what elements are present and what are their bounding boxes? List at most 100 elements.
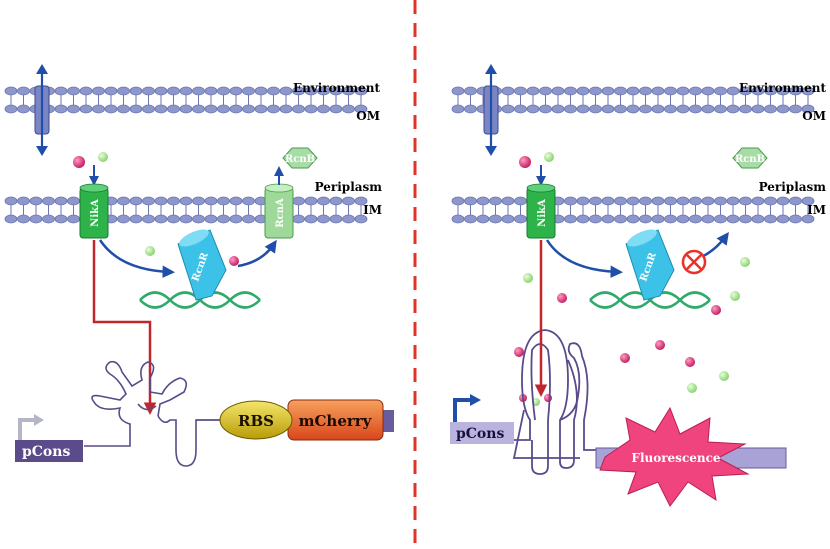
lipid-head xyxy=(714,196,727,206)
lipid-head xyxy=(204,196,218,206)
lipid-head xyxy=(292,214,305,224)
lipid-head xyxy=(589,86,602,96)
lipid-head xyxy=(304,104,318,114)
lipid-head xyxy=(614,104,627,114)
lipid-head xyxy=(54,86,68,96)
lipid-head xyxy=(67,86,80,96)
nika-label: NikA xyxy=(537,199,548,227)
lipid-head xyxy=(789,214,802,224)
lipid-head xyxy=(626,196,640,206)
lipid-head xyxy=(464,196,477,206)
lipid-head xyxy=(451,86,465,96)
lipid-head xyxy=(639,196,652,206)
lipid-head xyxy=(601,86,615,96)
lipid-head xyxy=(726,86,740,96)
lipid-head xyxy=(614,86,627,96)
lipid-head xyxy=(329,86,343,96)
lipid-head xyxy=(701,196,715,206)
lipid-head xyxy=(801,86,815,96)
lipid-head xyxy=(342,86,355,96)
lipid-head xyxy=(514,86,527,96)
lipid-head xyxy=(564,104,577,114)
lipid-head xyxy=(179,214,193,224)
porin-left xyxy=(34,64,50,156)
lipid-head xyxy=(576,214,590,224)
lipid-head xyxy=(17,104,30,114)
lipid-head xyxy=(651,214,665,224)
lipid-head xyxy=(4,104,18,114)
lipid-head xyxy=(689,104,702,114)
blocked-icon xyxy=(681,249,707,275)
lipid-head xyxy=(576,86,590,96)
lipid-head xyxy=(229,196,243,206)
lipid-head xyxy=(267,86,280,96)
lipid-head xyxy=(217,214,230,224)
lipid-head xyxy=(614,214,627,224)
lipid-head xyxy=(639,104,652,114)
lipid-head xyxy=(676,214,690,224)
nickel-ion xyxy=(229,256,239,266)
rbs-element: RBS xyxy=(219,400,293,440)
rcna-label: RcnA xyxy=(275,198,286,228)
lipid-head xyxy=(664,214,677,224)
lipid-head xyxy=(329,196,343,206)
lipid-head xyxy=(4,196,18,206)
lipid-head xyxy=(217,86,230,96)
lipid-head xyxy=(601,196,615,206)
lipid-head xyxy=(304,214,318,224)
lipid-head xyxy=(626,86,640,96)
om-label: OM xyxy=(802,109,826,123)
lipid-head xyxy=(79,86,93,96)
lipid-head xyxy=(514,214,527,224)
nika-protein: NikA xyxy=(79,183,109,239)
lipid-head xyxy=(576,104,590,114)
lipid-head xyxy=(292,196,305,206)
lipid-head xyxy=(54,196,68,206)
lipid-head xyxy=(317,214,330,224)
lipid-head xyxy=(129,214,143,224)
lipid-head xyxy=(689,86,702,96)
lipid-head xyxy=(317,196,330,206)
lipid-head xyxy=(514,196,527,206)
inner-membrane-left xyxy=(4,196,368,224)
lipid-head xyxy=(764,214,777,224)
lipid-head xyxy=(664,86,677,96)
lipid-head xyxy=(501,214,515,224)
periplasm-label: Periplasm xyxy=(315,180,383,194)
fluorescence-burst: Fluorescence xyxy=(599,406,750,507)
lipid-head xyxy=(17,214,30,224)
lipid-head xyxy=(539,104,552,114)
porin-right xyxy=(483,64,499,156)
lipid-head xyxy=(54,214,68,224)
lipid-head xyxy=(751,196,765,206)
lipid-head xyxy=(676,86,690,96)
rcnb-protein: RcnB xyxy=(282,147,318,169)
lipid-head xyxy=(564,214,577,224)
lipid-head xyxy=(464,214,477,224)
lipid-head xyxy=(292,86,305,96)
pcons-label: pCons xyxy=(22,444,70,460)
outer-membrane-left xyxy=(4,86,368,114)
lipid-head xyxy=(217,104,230,114)
lipid-head xyxy=(179,86,193,96)
lipid-head xyxy=(167,214,180,224)
lipid-head xyxy=(764,104,777,114)
lipid-head xyxy=(626,214,640,224)
rcnr-to-rcna-arrow xyxy=(237,239,277,268)
cobalt-ion xyxy=(145,246,155,256)
lipid-head xyxy=(464,104,477,114)
lipid-head xyxy=(354,214,368,224)
lipid-head xyxy=(751,104,765,114)
pcons-box-left: pCons xyxy=(15,440,83,462)
lipid-head xyxy=(676,196,690,206)
left-panel: Environment OM Periplasm IM NikA RcnA Rc… xyxy=(4,64,394,467)
lipid-head xyxy=(117,104,130,114)
lipid-head xyxy=(167,196,180,206)
lipid-head xyxy=(526,86,540,96)
promoter-left xyxy=(18,414,44,440)
lipid-head xyxy=(329,104,343,114)
lipid-head xyxy=(764,86,777,96)
rbs-label: RBS xyxy=(238,412,274,430)
lipid-head xyxy=(589,104,602,114)
lipid-head xyxy=(292,104,305,114)
